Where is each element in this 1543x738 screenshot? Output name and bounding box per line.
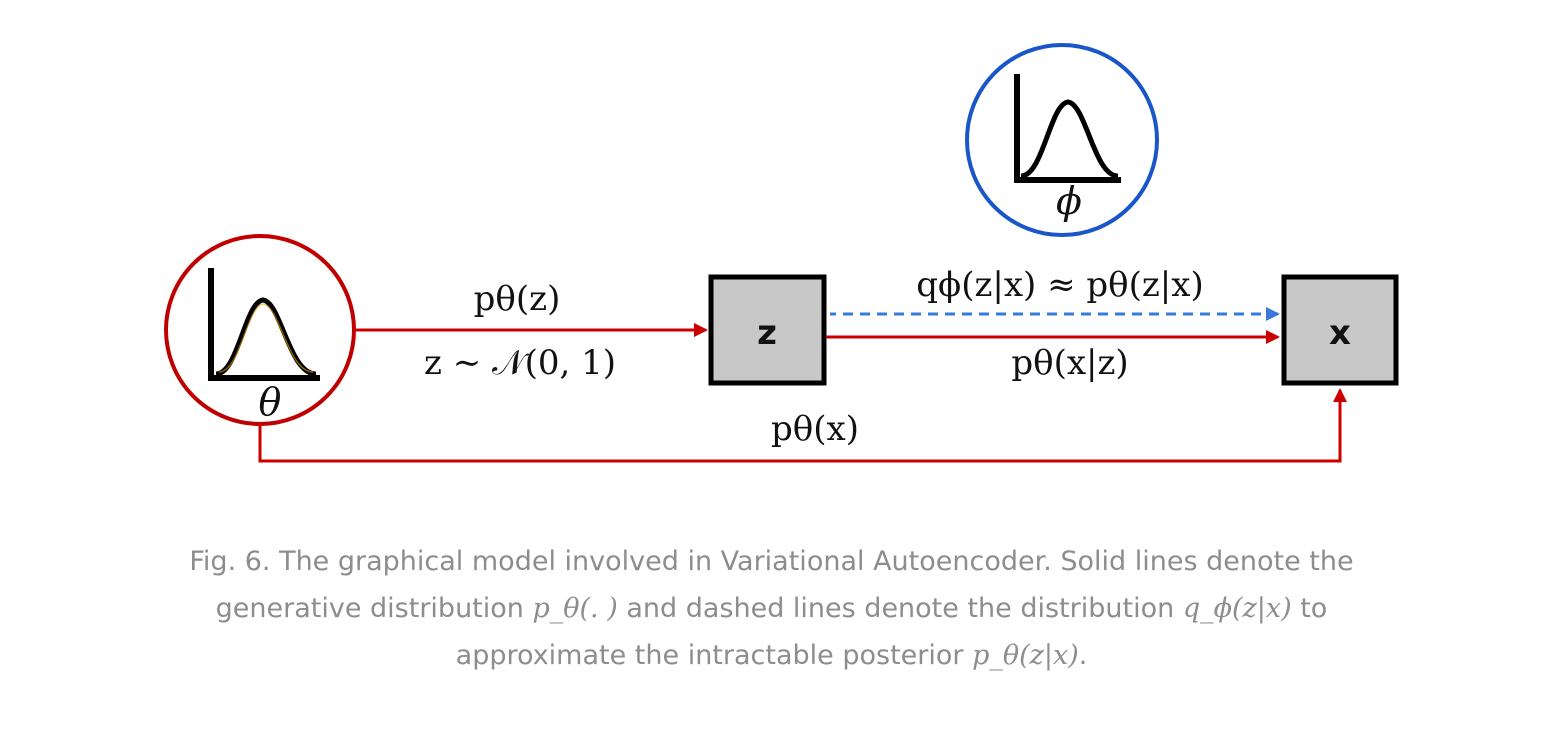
phi-parameter-node: ϕ <box>965 43 1159 237</box>
caption-math: p_θ(. ) <box>532 593 618 624</box>
theta-parameter-node: θ <box>164 234 356 426</box>
z-node-label: z <box>757 313 777 353</box>
x-node-label: x <box>1329 313 1351 353</box>
approx-posterior-label: qϕ(z|x) ≈ pθ(z|x) <box>916 265 1203 305</box>
vae-graphical-model: θ ϕ z x pθ(z) z ∼ 𝒩(0, 1) qϕ(z|x) ≈ pθ(z… <box>164 43 1399 463</box>
caption-math: q_ϕ(z|x) <box>1182 593 1292 624</box>
gaussian-icon <box>1014 74 1121 183</box>
prior-top-label: pθ(z) <box>474 279 561 319</box>
prior-bottom-label: z ∼ 𝒩(0, 1) <box>424 343 616 383</box>
caption-math: p_θ(z|x) <box>972 640 1079 671</box>
marginal-arrow <box>258 388 1347 463</box>
phi-label: ϕ <box>1056 179 1082 223</box>
figure-caption: Fig. 6. The graphical model involved in … <box>170 538 1373 679</box>
marginal-label: pθ(x) <box>771 409 859 449</box>
gaussian-icon <box>208 268 320 381</box>
caption-text: Fig. 6. The graphical model involved in … <box>189 546 1354 624</box>
theta-label: θ <box>259 380 282 424</box>
caption-text: and dashed lines denote the distribution <box>617 593 1183 624</box>
z-node: z <box>708 274 827 386</box>
caption-text: . <box>1078 640 1088 671</box>
caption-text: to approximate the intractable posterior <box>455 593 1328 671</box>
x-node: x <box>1281 274 1399 386</box>
likelihood-label: pθ(x|z) <box>1011 343 1128 383</box>
